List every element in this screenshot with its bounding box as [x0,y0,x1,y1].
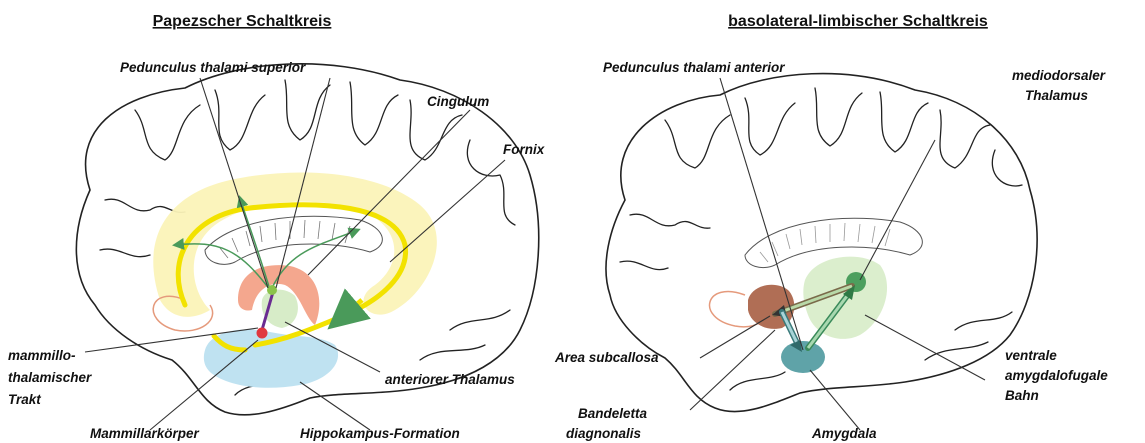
label-hippocampus: Hippokampus-Formation [300,426,460,441]
label-fornix: Fornix [503,142,545,157]
svg-text:Trakt: Trakt [8,392,41,407]
svg-text:ventrale: ventrale [1005,348,1057,363]
svg-text:Bandeletta: Bandeletta [578,406,648,421]
anterior-thalamus-dot [267,285,277,295]
label-pedunculus-anterior: Pedunculus thalami anterior [603,60,785,75]
label-mammillary-body: Mammillarkörper [90,426,200,441]
label-amygdala: Amygdala [811,426,877,441]
label-pedunculus-superior: Pedunculus thalami superior [120,60,306,75]
label-mammillothalamic-tract: mammillo- thalamischer Trakt [8,348,92,407]
mammillary-body [257,328,268,339]
label-ventral-amygdalofugal: ventrale amygdalofugale Bahn [1005,348,1108,403]
svg-text:thalamischer: thalamischer [8,370,92,385]
svg-text:amygdalofugale: amygdalofugale [1005,368,1108,383]
svg-text:Bahn: Bahn [1005,388,1039,403]
label-anterior-thalamus: anteriorer Thalamus [385,372,515,387]
right-panel: basolateral-limbischer Schaltkreis [554,13,1108,441]
svg-text:diagnonalis: diagnonalis [566,426,642,441]
label-cingulum: Cingulum [427,94,489,109]
label-area-subcallosa: Area subcallosa [554,350,659,365]
label-bandeletta: Bandeletta diagnonalis [566,406,648,441]
left-panel-title: Papezscher Schaltkreis [153,13,332,30]
right-panel-title: basolateral-limbischer Schaltkreis [728,13,988,30]
label-mediodorsal-thalamus: mediodorsaler Thalamus [1012,68,1106,103]
svg-text:mediodorsaler: mediodorsaler [1012,68,1106,83]
left-panel: Papezscher Schaltkreis [8,13,545,441]
svg-text:Thalamus: Thalamus [1025,88,1089,103]
svg-text:mammillo-: mammillo- [8,348,76,363]
amygdala-region [781,341,825,373]
